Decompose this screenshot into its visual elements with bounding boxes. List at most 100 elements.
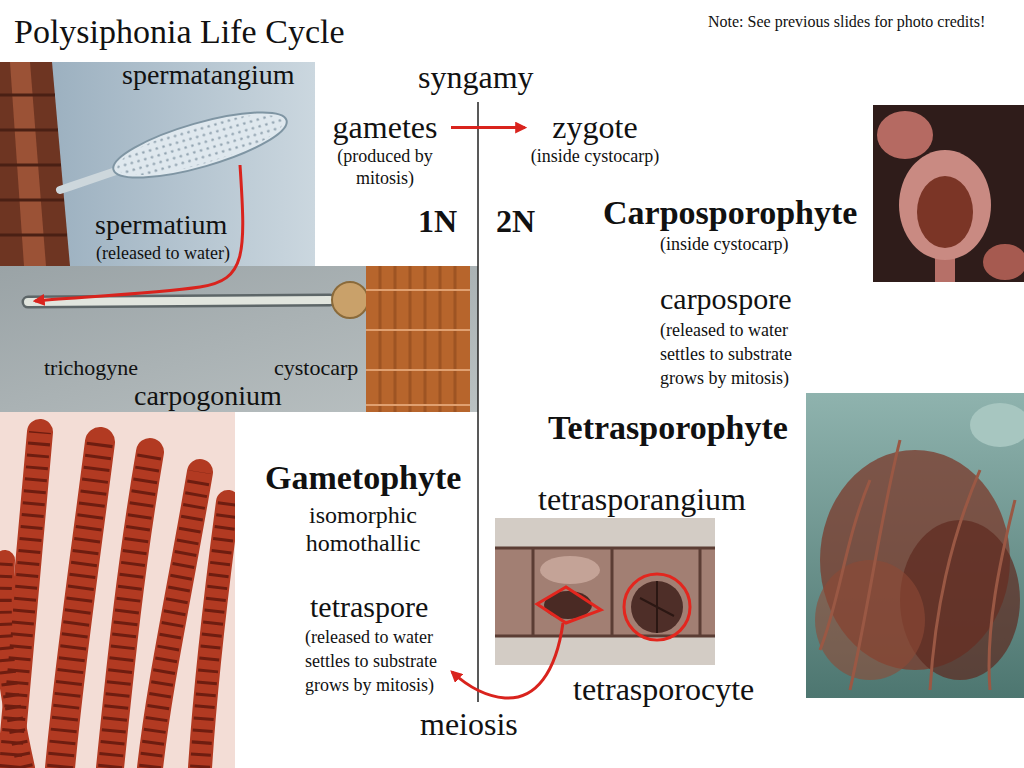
photo-label: cystocarp — [274, 356, 358, 380]
stage-label: syngamy — [418, 60, 534, 95]
carpogonium-photo — [366, 404, 470, 406]
tetrasporophyte-photo — [850, 440, 900, 690]
carpogonium-photo — [366, 290, 470, 405]
gametophyte-photo — [200, 502, 228, 768]
carpogonium-photo — [366, 289, 470, 291]
cystocarp-photo — [873, 105, 1024, 282]
tetrasporophyte-photo — [930, 470, 980, 690]
carpogonium-photo — [424, 266, 427, 412]
photo-label: spermatium — [95, 210, 227, 241]
generation-heading: Gametophyte — [265, 459, 461, 496]
tetrasporophyte-photo — [820, 480, 870, 650]
spermatangium-photo — [0, 129, 58, 132]
spermatangium-photo — [0, 199, 64, 202]
carpogonium-photo — [332, 282, 368, 318]
gametophyte-photo — [10, 432, 40, 768]
structure-label: tetrasporangium — [538, 482, 746, 517]
stage-label: carpospore — [660, 282, 792, 315]
carpogonium-photo — [0, 266, 478, 412]
generation-heading: Tetrasporophyte — [548, 409, 788, 446]
tetrasporangium-photo — [540, 556, 600, 584]
stage-label: tetraspore — [310, 590, 428, 623]
stage-note: (released to water settles to substrate … — [305, 625, 455, 697]
cystocarp-photo — [983, 244, 1024, 280]
gametophyte-photo — [0, 412, 235, 768]
tetrasporangium-photo — [611, 548, 614, 636]
carpogonium-photo — [380, 266, 455, 412]
carpogonium-photo — [366, 329, 470, 331]
tetrasporangium-photo — [537, 587, 601, 623]
carpogonium-photo-labels: trichogyne cystocarpcarpogonium — [0, 266, 478, 412]
stage-note: (inside cystocarp) — [660, 235, 788, 255]
spermatangium-photo — [60, 171, 116, 190]
stage-note: (produced by mitosis) — [325, 145, 445, 189]
carpogonium-photo — [409, 266, 412, 412]
tetrasporophyte-photo — [970, 403, 1024, 447]
gametophyte-photo — [4, 432, 228, 768]
stage-note: (inside cystocarp) — [531, 145, 659, 167]
spermatangium-photo — [0, 95, 67, 235]
syngamy-arrow — [451, 126, 525, 129]
tetrasporophyte-photo — [806, 393, 1024, 698]
cystocarp-photo — [899, 150, 991, 260]
spermatangium-photo — [107, 99, 292, 191]
carpogonium-photo — [28, 300, 330, 302]
stage-note: (released to water settles to substrate … — [660, 318, 810, 390]
gametophyte-photo — [200, 502, 228, 768]
stage-name: zygote — [552, 110, 637, 145]
tetrasporangium-photo — [640, 581, 674, 633]
ploidy-label: 2N — [496, 204, 535, 239]
spermatangium-photo — [0, 164, 61, 167]
generation-heading: Carposporophyte — [603, 194, 857, 231]
photo-label: trichogyne — [44, 356, 138, 380]
carpogonium-photo — [394, 266, 397, 412]
spermatangium-photo — [112, 103, 288, 187]
tetrasporophyte-photo — [820, 440, 1015, 690]
gametophyte-photo — [60, 442, 100, 768]
spermatangium-photo — [0, 62, 70, 266]
process-label: meiosis — [420, 707, 518, 742]
zygote-stage: zygote(inside cystocarp) — [531, 110, 659, 167]
tetrasporangium-photo — [495, 548, 715, 636]
tetrasporangium-photo — [495, 518, 715, 665]
spermatangium-photo — [0, 94, 55, 97]
ploidy-label: 1N — [418, 204, 457, 239]
carpogonium-photo — [366, 369, 470, 371]
tetrasporangium-photo — [495, 548, 715, 636]
meiosis-arrow — [452, 623, 563, 698]
gametes-stage: gametes(produced by mitosis) — [325, 110, 445, 189]
carpogonium-photo — [0, 266, 478, 412]
ploidy-divider — [477, 102, 479, 702]
tetrasporangium-photo — [532, 548, 535, 636]
trait-label: isomorphic — [309, 502, 417, 528]
tetrasporangium-photo — [699, 548, 702, 636]
tetrasporangium-photo — [495, 518, 715, 665]
spermatangium-photo — [0, 62, 315, 266]
carpogonium-photo — [366, 266, 470, 412]
tetrasporophyte-photo — [989, 500, 1015, 690]
structure-label: tetrasporocyte — [573, 672, 754, 707]
carpogonium-photo — [28, 300, 330, 302]
gametophyte-photo — [150, 472, 200, 768]
photo-label: carpogonium — [134, 381, 282, 412]
spermatangium-photo-labels: spermatangium spermatium (released to wate… — [0, 62, 315, 266]
photo-label: spermatangium — [122, 60, 295, 91]
credit-note: Note: See previous slides for photo cred… — [708, 13, 985, 31]
trait-label: homothallic — [306, 530, 421, 556]
gametophyte-photo — [110, 452, 150, 768]
cystocarp-photo — [917, 176, 973, 248]
slide-title: Polysiphonia Life Cycle — [14, 13, 345, 50]
tetrasporangium-photo — [624, 574, 690, 640]
gametophyte-photo — [60, 442, 100, 768]
carpogonium-photo — [379, 266, 382, 412]
tetrasporangium-photo — [495, 547, 715, 550]
tetrasporangium-photo — [495, 635, 715, 638]
photo-label: (released to water) — [96, 244, 230, 264]
stage-name: gametes — [333, 110, 438, 145]
gametophyte-photo — [4, 560, 25, 768]
tetrasporangium-photo — [631, 581, 683, 633]
gametophyte-photo — [0, 412, 235, 768]
spermatangium-photo — [0, 234, 67, 237]
gametophyte-photo — [10, 432, 40, 768]
gametophyte-photo — [4, 432, 228, 768]
